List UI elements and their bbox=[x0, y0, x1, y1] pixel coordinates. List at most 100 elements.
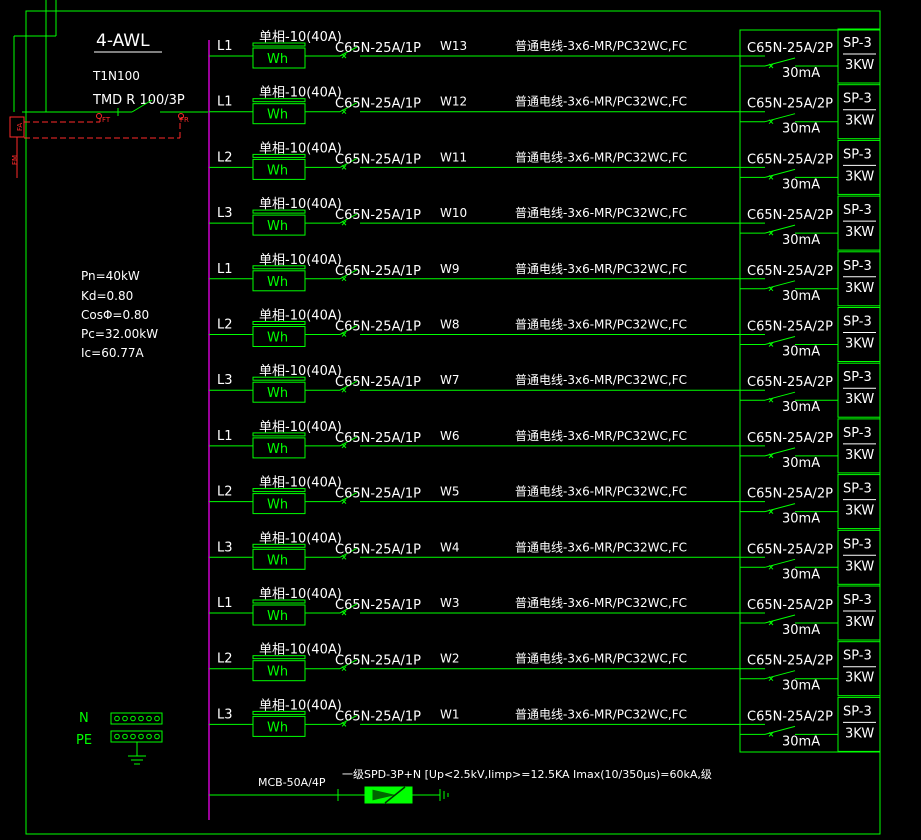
meter-label: Wh bbox=[267, 331, 288, 346]
breaker-label: C65N-25A/1P bbox=[335, 208, 421, 223]
terminal-screw bbox=[138, 715, 144, 722]
load-label: SP-3 bbox=[843, 593, 872, 608]
meter-label: Wh bbox=[267, 219, 288, 234]
load-label: SP-3 bbox=[843, 426, 872, 441]
rcd-sensitivity: 30mA bbox=[782, 734, 820, 749]
breaker-label: C65N-25A/1P bbox=[335, 654, 421, 669]
phase-label: L1 bbox=[217, 429, 233, 444]
load-label: SP-3 bbox=[843, 203, 872, 218]
breaker-label: C65N-25A/1P bbox=[335, 487, 421, 502]
terminal-screw bbox=[130, 733, 136, 740]
cable-spec: 普通电线-3x6-MR/PC32WC,FC bbox=[515, 39, 687, 53]
load-power: 3KW bbox=[845, 169, 874, 184]
cable-spec: 普通电线-3x6-MR/PC32WC,FC bbox=[515, 262, 687, 276]
cable-spec: 普通电线-3x6-MR/PC32WC,FC bbox=[515, 373, 687, 387]
rcd-label: C65N-25A/2P bbox=[747, 320, 833, 335]
meter-top-bar bbox=[252, 432, 306, 437]
spd-arrow-icon bbox=[371, 788, 399, 802]
phase-label: L1 bbox=[217, 596, 233, 611]
breaker-label: C65N-25A/1P bbox=[335, 709, 421, 724]
meter-rating: 单相-10(40A) bbox=[259, 253, 342, 268]
energy-meter bbox=[252, 158, 306, 180]
phase-label: L2 bbox=[217, 318, 233, 333]
meter-label: Wh bbox=[267, 720, 288, 735]
rcd-sensitivity: 30mA bbox=[782, 177, 820, 192]
meter-top-bar bbox=[252, 655, 306, 660]
n-terminal-bar bbox=[110, 712, 163, 725]
meter-top-bar bbox=[252, 153, 306, 158]
cable-spec: 普通电线-3x6-MR/PC32WC,FC bbox=[515, 150, 687, 164]
rcd-sensitivity: 30mA bbox=[782, 122, 820, 137]
energy-meter bbox=[252, 214, 306, 236]
main-breaker: FT FR bbox=[22, 99, 208, 124]
spd-description: 一级SPD-3P+N [Up<2.5kV,Iimp>=12.5KA Imax(1… bbox=[342, 768, 712, 781]
rcd-label: C65N-25A/2P bbox=[747, 542, 833, 557]
meter-rating: 单相-10(40A) bbox=[259, 698, 342, 713]
main-breaker-model: T1N100 bbox=[92, 69, 140, 83]
meter-top-bar bbox=[252, 543, 306, 548]
rcd-label: C65N-25A/2P bbox=[747, 208, 833, 223]
spd-circuit: MCB-50A/4P 一级SPD-3P+N [Up<2.5kV,Iimp>=12… bbox=[209, 768, 712, 804]
rcd-label: C65N-25A/2P bbox=[747, 431, 833, 446]
rcd-label: C65N-25A/2P bbox=[747, 264, 833, 279]
energy-meter bbox=[252, 604, 306, 626]
load-power: 3KW bbox=[845, 114, 874, 129]
rcd-sensitivity: 30mA bbox=[782, 66, 820, 81]
fire-alarm-link: FA FM bbox=[9, 116, 181, 178]
breaker-label: C65N-25A/1P bbox=[335, 542, 421, 557]
circuit-code: W7 bbox=[440, 373, 460, 387]
rcd-sensitivity: 30mA bbox=[782, 345, 820, 360]
load-label: SP-3 bbox=[843, 649, 872, 664]
terminal-screw bbox=[114, 715, 120, 722]
rcd-sensitivity: 30mA bbox=[782, 512, 820, 527]
breaker-label: C65N-25A/1P bbox=[335, 264, 421, 279]
meter-rating: 单相-10(40A) bbox=[259, 30, 342, 45]
terminal-screw bbox=[154, 715, 160, 722]
circuit-code: W4 bbox=[440, 540, 460, 554]
energy-meter bbox=[252, 548, 306, 570]
energy-meter bbox=[252, 103, 306, 125]
load-power: 3KW bbox=[845, 504, 874, 519]
meter-label: Wh bbox=[267, 163, 288, 178]
meter-rating: 单相-10(40A) bbox=[259, 309, 342, 324]
meter-top-bar bbox=[252, 209, 306, 214]
cable-spec: 普通电线-3x6-MR/PC32WC,FC bbox=[515, 485, 687, 499]
load-power: 3KW bbox=[845, 615, 874, 630]
rcd-label: C65N-25A/2P bbox=[747, 709, 833, 724]
meter-top-bar bbox=[252, 321, 306, 325]
energy-meter bbox=[252, 381, 306, 403]
cable-spec: 普通电线-3x6-MR/PC32WC,FC bbox=[515, 707, 687, 721]
circuit-code: W5 bbox=[440, 485, 460, 499]
load-label: SP-3 bbox=[843, 537, 872, 552]
meter-top-bar bbox=[252, 488, 306, 493]
phase-label: L1 bbox=[217, 39, 233, 54]
energy-meter bbox=[252, 660, 306, 682]
incoming-feeder bbox=[13, 0, 57, 112]
rcd-sensitivity: 30mA bbox=[782, 289, 820, 304]
meter-label: Wh bbox=[267, 553, 288, 568]
energy-meter bbox=[252, 47, 306, 69]
load-power: 3KW bbox=[845, 281, 874, 296]
rcd-label: C65N-25A/2P bbox=[747, 654, 833, 669]
phase-label: L3 bbox=[217, 206, 233, 221]
load-label: SP-3 bbox=[843, 147, 872, 162]
rcd-label: C65N-25A/2P bbox=[747, 598, 833, 613]
circuit-code: W8 bbox=[440, 318, 460, 332]
cable-spec: 普通电线-3x6-MR/PC32WC,FC bbox=[515, 652, 687, 666]
load-power: 3KW bbox=[845, 225, 874, 240]
load-label: SP-3 bbox=[843, 482, 872, 497]
circuit-code: W11 bbox=[440, 150, 467, 164]
cable-spec: 普通电线-3x6-MR/PC32WC,FC bbox=[515, 596, 687, 610]
circuit-code: W2 bbox=[440, 652, 460, 666]
tag-fr: FR bbox=[180, 116, 189, 124]
